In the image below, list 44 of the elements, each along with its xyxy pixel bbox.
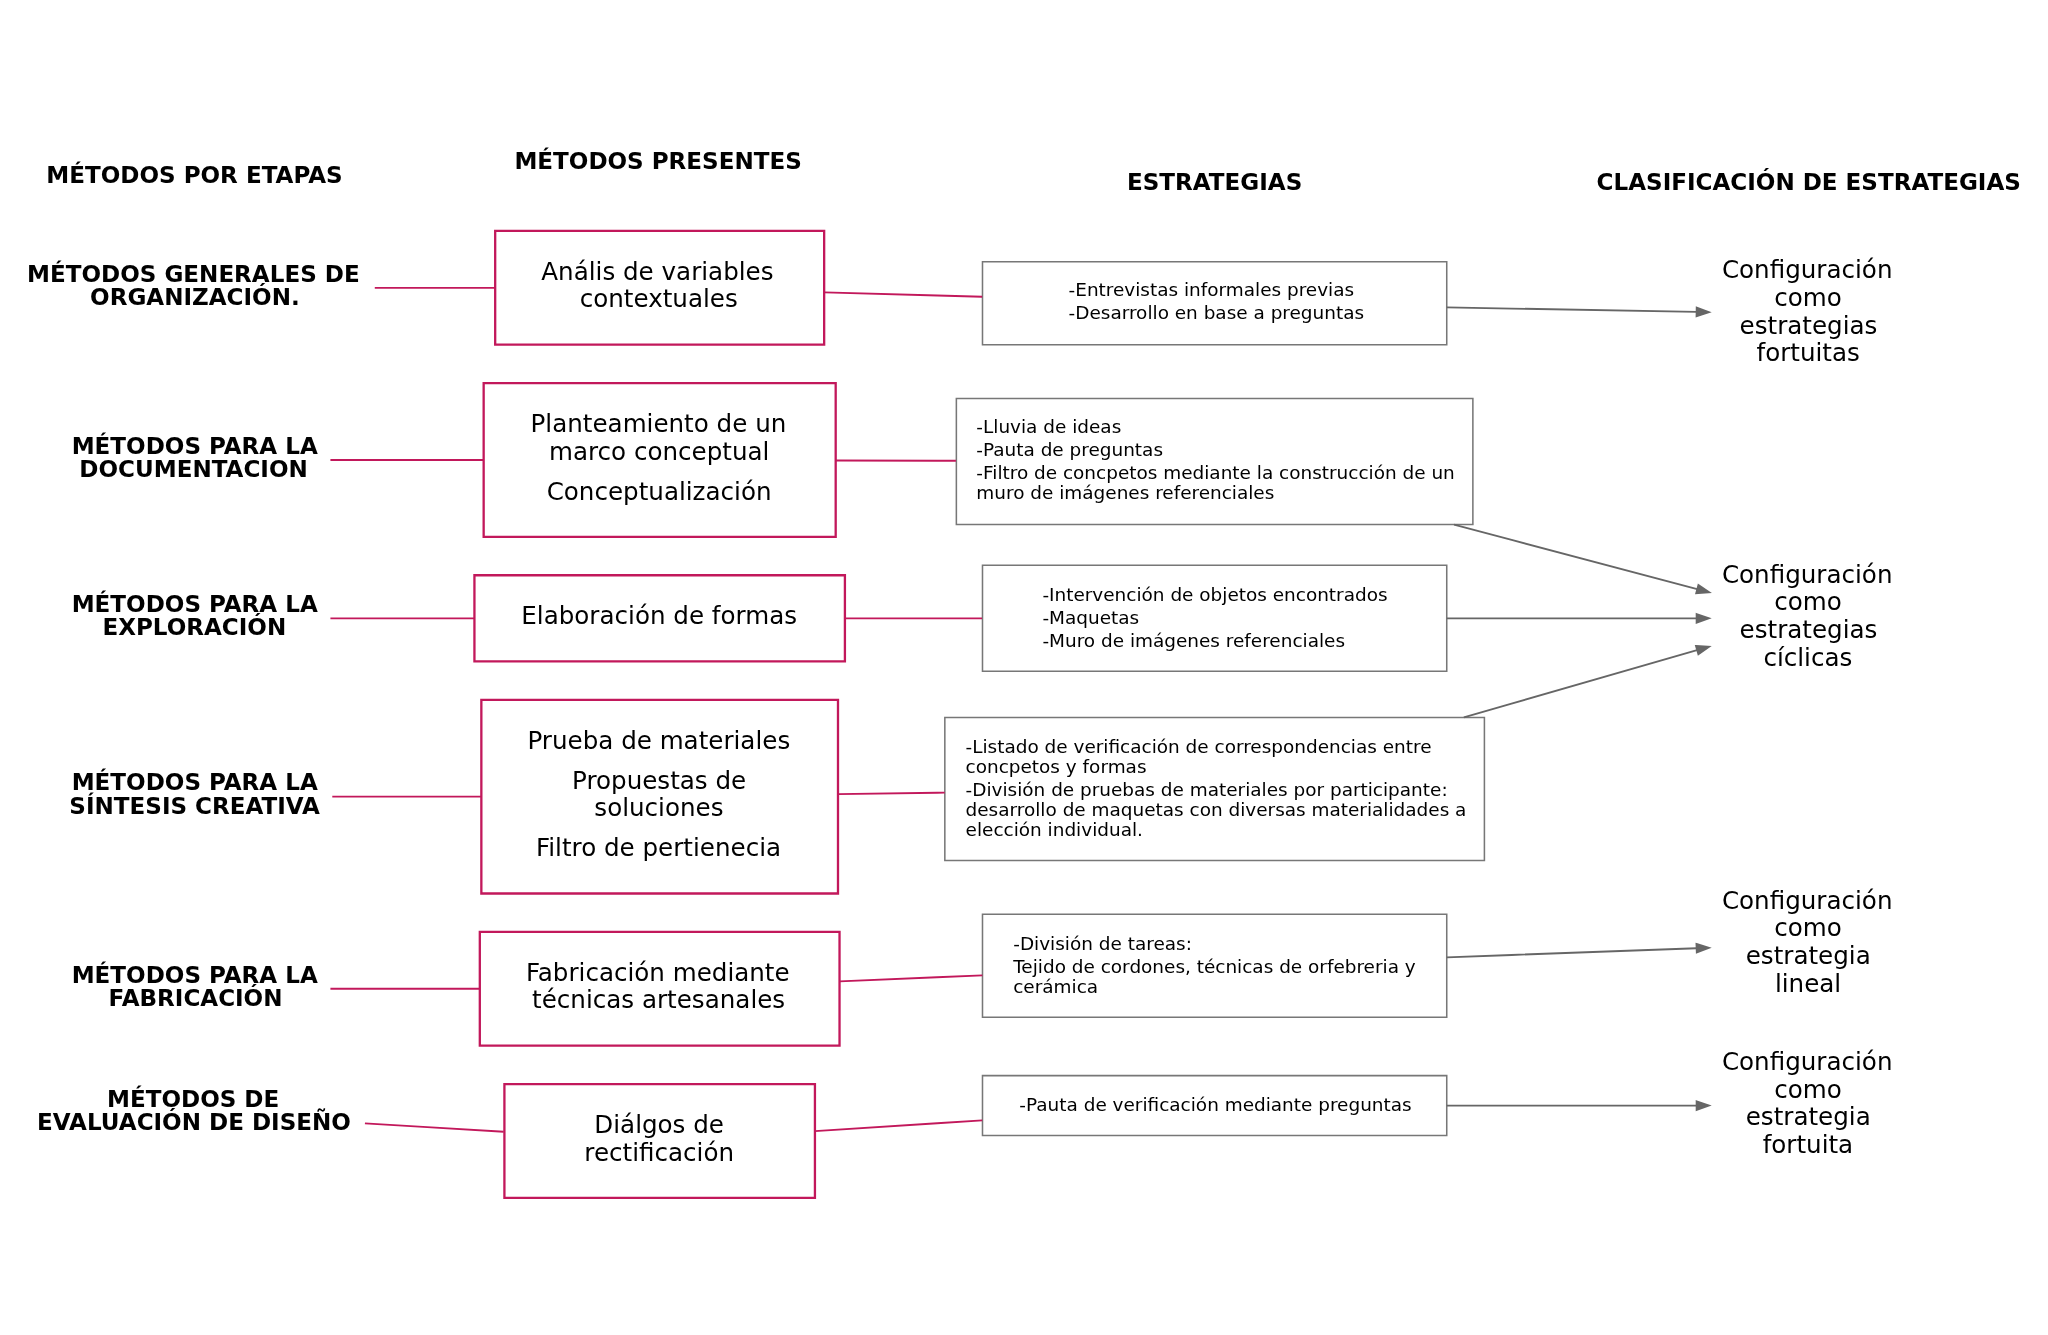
- node-box: Elaboración de formas: [473, 574, 847, 663]
- node-box: Fabricación mediante técnicas artesanales: [478, 930, 841, 1047]
- connector: [837, 791, 946, 796]
- node-text: Configuración como estrategias fortuitas: [1721, 255, 1893, 368]
- connector: [844, 617, 983, 620]
- connector: [329, 459, 485, 461]
- node-box: -Lluvia de ideas -Pauta de preguntas -Filtro de concpetos mediante la construcción de un muro de imágenes referenciales: [955, 397, 1474, 526]
- arrow: [1445, 942, 1712, 959]
- node-box: Diálgos de rectificación: [503, 1082, 817, 1199]
- connector: [814, 1119, 984, 1133]
- connector: [823, 291, 984, 298]
- connector: [329, 987, 481, 990]
- connector: [834, 459, 957, 462]
- arrow: [1445, 1100, 1712, 1112]
- arrow: [1453, 523, 1712, 595]
- label: CLASIFICACIÓN DE ESTRATEGIAS: [1596, 169, 2021, 196]
- connector: [331, 795, 482, 798]
- connector: [364, 1122, 505, 1133]
- node-box: -Entrevistas informales previas -Desarrollo en base a preguntas: [981, 260, 1448, 346]
- node-box: -Intervención de objetos encontrados -Maquetas -Muro de imágenes referenciales: [981, 564, 1448, 673]
- arrow: [1445, 612, 1712, 624]
- node-text: Configuración como estrategias cíclicas: [1721, 559, 1893, 672]
- node-box: Prueba de materiales Propuestas de soluciones Filtro de pertienecia: [480, 698, 840, 895]
- label: MÉTODOS POR ETAPAS: [46, 161, 343, 188]
- node-box: -Listado de verificación de correspondencias entre concpetos y formas -División de pruebas de materiales por participante: desarrollo de maquetas con diversas materialidades a elección individual.: [944, 716, 1486, 862]
- connector: [373, 286, 497, 289]
- label: MÉTODOS PRESENTES: [514, 147, 802, 174]
- node-text: Configuración como estrategia lineal: [1721, 885, 1893, 998]
- node-text: MÉTODOS GENERALES DE ORGANIZACIÓN.: [27, 260, 360, 310]
- node-box: -División de tareas: Tejido de cordones, técnicas de orfebreria y cerámica: [981, 913, 1448, 1018]
- node-text: MÉTODOS PARA LA DOCUMENTACION: [71, 432, 318, 482]
- node-box: Planteamiento de un marco conceptual Conceptualización: [482, 381, 837, 538]
- label: ESTRATEGIAS: [1127, 169, 1303, 196]
- arrow: [1445, 306, 1712, 318]
- node-text: Configuración como estrategia fortuita: [1721, 1046, 1893, 1159]
- node-text: MÉTODOS PARA LA EXPLORACIÓN: [71, 591, 318, 641]
- connector: [838, 974, 984, 983]
- arrow: [1462, 644, 1712, 719]
- node-text: MÉTODOS DE EVALUACIÓN DE DISEÑO: [37, 1086, 351, 1136]
- node-box: -Pauta de verificación mediante preguntas: [981, 1074, 1448, 1137]
- node-text: MÉTODOS PARA LA FABRICACIÓN: [71, 961, 318, 1011]
- connector: [329, 617, 476, 620]
- node-box: Anális de variables contextuales: [494, 229, 826, 346]
- node-text: MÉTODOS PARA LA SÍNTESIS CREATIVA: [69, 769, 320, 819]
